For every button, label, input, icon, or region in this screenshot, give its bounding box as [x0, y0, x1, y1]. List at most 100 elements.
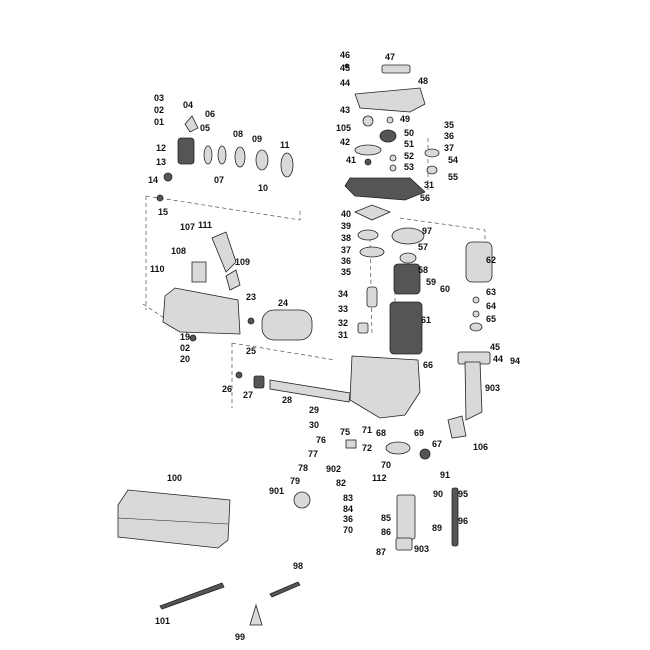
part-label-55: 55	[448, 172, 458, 182]
part-68-cover	[385, 441, 411, 455]
part-label-61: 61	[421, 315, 431, 325]
part-label-71: 71	[362, 425, 372, 435]
part-label-84: 84	[343, 504, 353, 514]
part-label-35: 35	[444, 120, 454, 130]
part-label-04: 04	[183, 100, 193, 110]
part-97-fan-guard	[391, 227, 425, 245]
part-903-switch	[395, 537, 413, 551]
part-label-65: 65	[486, 314, 496, 324]
part-label-57: 57	[418, 242, 428, 252]
part-label-51: 51	[404, 139, 414, 149]
part-label-100: 100	[167, 473, 182, 483]
part-03-chuck-cap	[177, 137, 195, 165]
connecting-rod-group	[235, 371, 351, 403]
part-label-39: 39	[341, 221, 351, 231]
part-label-19: 19	[180, 332, 190, 342]
part-label-06: 06	[205, 109, 215, 119]
part-label-14: 14	[148, 175, 158, 185]
part-label-903: 903	[485, 383, 500, 393]
part-label-901: 901	[269, 486, 284, 496]
part-label-31: 31	[338, 330, 348, 340]
part-58-rotor	[393, 263, 421, 295]
part-label-52: 52	[404, 151, 414, 161]
part-label-66: 66	[423, 360, 433, 370]
part-label-53: 53	[404, 162, 414, 172]
main-housing-group	[349, 351, 491, 439]
part-04-lever	[184, 115, 199, 133]
part-label-15: 15	[158, 207, 168, 217]
part-label-91: 91	[440, 470, 450, 480]
part-label-58: 58	[418, 265, 428, 275]
part-11-ring	[280, 152, 294, 178]
part-label-112: 112	[372, 473, 387, 483]
part-label-36: 36	[444, 131, 454, 141]
part-65-bearing	[469, 322, 483, 332]
part-label-47: 47	[385, 52, 395, 62]
part-39-bearing	[357, 229, 379, 241]
motor-group	[354, 204, 493, 355]
part-label-50: 50	[404, 128, 414, 138]
part-label-105: 105	[336, 123, 351, 133]
part-label-111: 111	[198, 220, 212, 230]
accessories-group	[117, 489, 301, 626]
part-label-108: 108	[171, 246, 186, 256]
part-64-ring	[472, 310, 480, 318]
part-label-96: 96	[458, 516, 468, 526]
part-46-screw	[344, 63, 350, 69]
part-901-dial	[293, 491, 311, 509]
part-label-28: 28	[282, 395, 292, 405]
part-09-sleeve	[255, 149, 269, 171]
part-label-109: 109	[235, 257, 250, 267]
part-label-44: 44	[340, 78, 350, 88]
part-label-78: 78	[298, 463, 308, 473]
part-67-knob	[419, 448, 431, 460]
part-label-37: 37	[341, 245, 351, 255]
part-43-washer	[362, 115, 374, 127]
part-label-110: 110	[150, 264, 165, 274]
part-label-77: 77	[308, 449, 318, 459]
part-label-98: 98	[293, 561, 303, 571]
part-label-85: 85	[381, 513, 391, 523]
part-label-12: 12	[156, 143, 166, 153]
part-label-25: 25	[246, 346, 256, 356]
part-label-26: 26	[222, 384, 232, 394]
part-47-cover-plate	[381, 64, 411, 74]
part-100-carry-case	[117, 489, 231, 549]
part-label-48: 48	[418, 76, 428, 86]
part-label-35: 35	[341, 267, 351, 277]
part-label-33: 33	[338, 304, 348, 314]
part-label-107: 107	[180, 222, 195, 232]
part-label-40: 40	[341, 209, 351, 219]
part-label-86: 86	[381, 527, 391, 537]
part-label-42: 42	[340, 137, 350, 147]
part-24-piston	[261, 309, 313, 341]
part-label-30: 30	[309, 420, 319, 430]
part-72-part	[345, 439, 357, 449]
part-label-32: 32	[338, 318, 348, 328]
part-112-switch-housing	[396, 494, 416, 540]
part-label-90: 90	[433, 489, 443, 499]
part-label-01: 01	[154, 117, 164, 127]
part-23-oring	[247, 317, 255, 325]
part-label-36: 36	[341, 256, 351, 266]
part-903-handle	[464, 361, 483, 421]
part-label-68: 68	[376, 428, 386, 438]
part-34-crank	[366, 286, 378, 308]
part-label-23: 23	[246, 292, 256, 302]
part-label-34: 34	[338, 289, 348, 299]
part-label-49: 49	[400, 114, 410, 124]
part-label-79: 79	[290, 476, 300, 486]
part-label-45: 45	[490, 342, 500, 352]
part-label-64: 64	[486, 301, 496, 311]
part-label-05: 05	[200, 123, 210, 133]
part-98-key	[269, 581, 301, 598]
part-label-54: 54	[448, 155, 458, 165]
part-61-stator	[389, 301, 423, 355]
part-109-clamp	[225, 269, 241, 291]
part-label-03: 03	[154, 93, 164, 103]
part-label-95: 95	[458, 489, 468, 499]
part-92-trigger	[447, 415, 467, 439]
part-label-36: 36	[343, 514, 353, 524]
part-label-37: 37	[444, 143, 454, 153]
